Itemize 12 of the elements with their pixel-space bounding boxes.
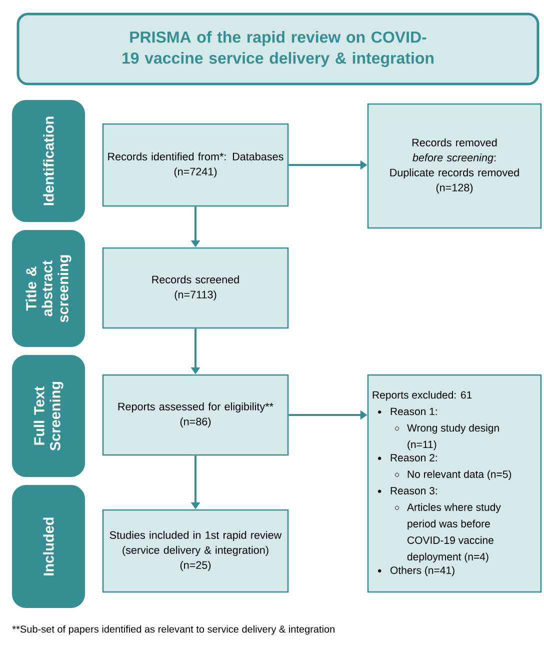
process-box: Reports assessed for eligibility** (n=86) bbox=[102, 374, 289, 456]
stage-band: Included bbox=[12, 485, 85, 608]
stage-band: Full Text Screening bbox=[12, 355, 85, 477]
footnote: **Sub-set of papers identified as relevant to service delivery & integration bbox=[12, 625, 334, 635]
process-box: Records identified from*: Databases (n=7241) bbox=[102, 123, 289, 207]
process-box: Studies included in 1st rapid review (service delivery & integration) (n=25) bbox=[102, 509, 289, 593]
title-box: PRISMA of the rapid review on COVID-19 vaccine service delivery & integration bbox=[16, 12, 540, 86]
stage-band: Identification bbox=[12, 100, 85, 222]
process-box: Records removed before screening: Duplicate records removed (n=128) bbox=[367, 103, 542, 229]
exclusion-box: Reports excluded: 61 Reason 1: Wrong study design (n=11) Reason 2: No relevant data (n=5) Reason 3: Articles where study period was before COVID-19 vaccine deployment (n=4) Others (n=41) bbox=[367, 374, 542, 593]
process-box: Records screened (n=7113) bbox=[102, 247, 289, 329]
stage-band: Title & abstract screening bbox=[12, 230, 85, 347]
